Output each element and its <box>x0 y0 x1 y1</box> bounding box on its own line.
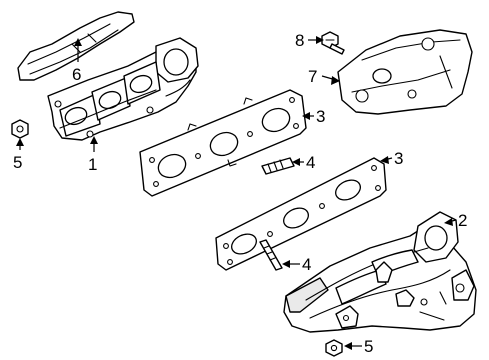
upper-heat-shield-right <box>337 29 473 115</box>
manifold-gasket-upper <box>139 89 307 197</box>
callout-labels: 6 5 1 8 7 3 4 3 2 4 5 <box>13 31 467 356</box>
manifold-nut-lower <box>325 339 343 357</box>
callout-4-lower: 4 <box>302 255 311 274</box>
manifold-gasket-lower <box>215 157 387 271</box>
callout-5-left: 5 <box>13 153 22 172</box>
exhaust-manifold-left <box>47 37 199 141</box>
callout-8: 8 <box>295 31 304 50</box>
callout-6: 6 <box>72 65 81 84</box>
callout-leaders <box>16 36 457 350</box>
callout-5-lower: 5 <box>364 337 373 356</box>
callout-4-upper: 4 <box>306 153 315 172</box>
manifold-stud-upper <box>261 157 295 175</box>
callout-7: 7 <box>308 67 317 86</box>
manifold-stud-lower <box>259 239 283 271</box>
heat-shield-bolt <box>321 31 345 55</box>
callout-3-lower: 3 <box>394 149 403 168</box>
manifold-nut-left <box>11 119 29 139</box>
callout-1: 1 <box>88 155 97 174</box>
callout-2: 2 <box>458 211 467 230</box>
callout-3-upper: 3 <box>316 107 325 126</box>
exhaust-manifold-right <box>283 211 477 333</box>
